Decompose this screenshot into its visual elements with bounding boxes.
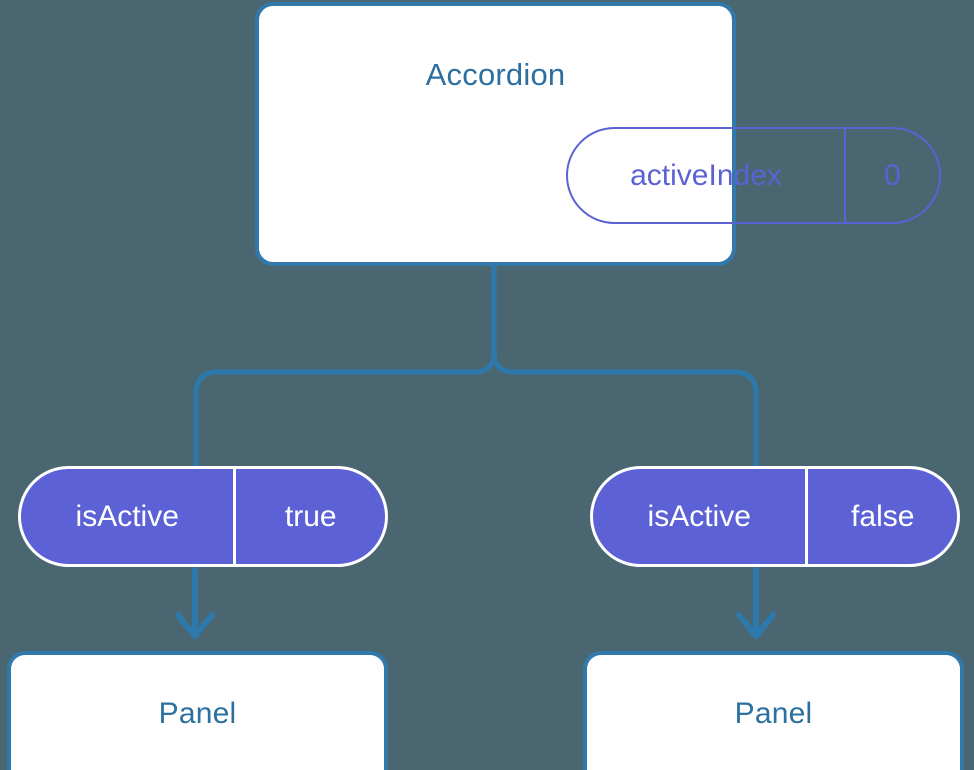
prop-pill-is-active-false[interactable]: isActive false [590, 466, 960, 567]
branch-line-left [193, 263, 497, 469]
branch-line-right [491, 263, 759, 469]
state-pill-active-index[interactable]: activeIndex 0 [566, 127, 941, 224]
prop-pill-is-active-true[interactable]: isActive true [18, 466, 388, 567]
arrow-right [736, 567, 776, 639]
state-pill-value: 0 [884, 158, 901, 192]
prop-pill-value: false [851, 499, 915, 533]
accordion-component-card[interactable]: Accordion activeIndex 0 [255, 2, 941, 266]
panel-component-card-left[interactable]: Panel [7, 651, 388, 770]
prop-pill-value: true [284, 499, 337, 533]
prop-pill-key: isActive [21, 469, 237, 564]
state-pill-key: activeIndex [568, 129, 847, 222]
panel-title-right: Panel [734, 697, 813, 730]
panel-component-card-right[interactable]: Panel [583, 651, 964, 770]
panel-title-left: Panel [158, 697, 237, 730]
prop-pill-key: isActive [593, 469, 809, 564]
arrow-left [175, 567, 215, 639]
accordion-title: Accordion [425, 57, 566, 92]
